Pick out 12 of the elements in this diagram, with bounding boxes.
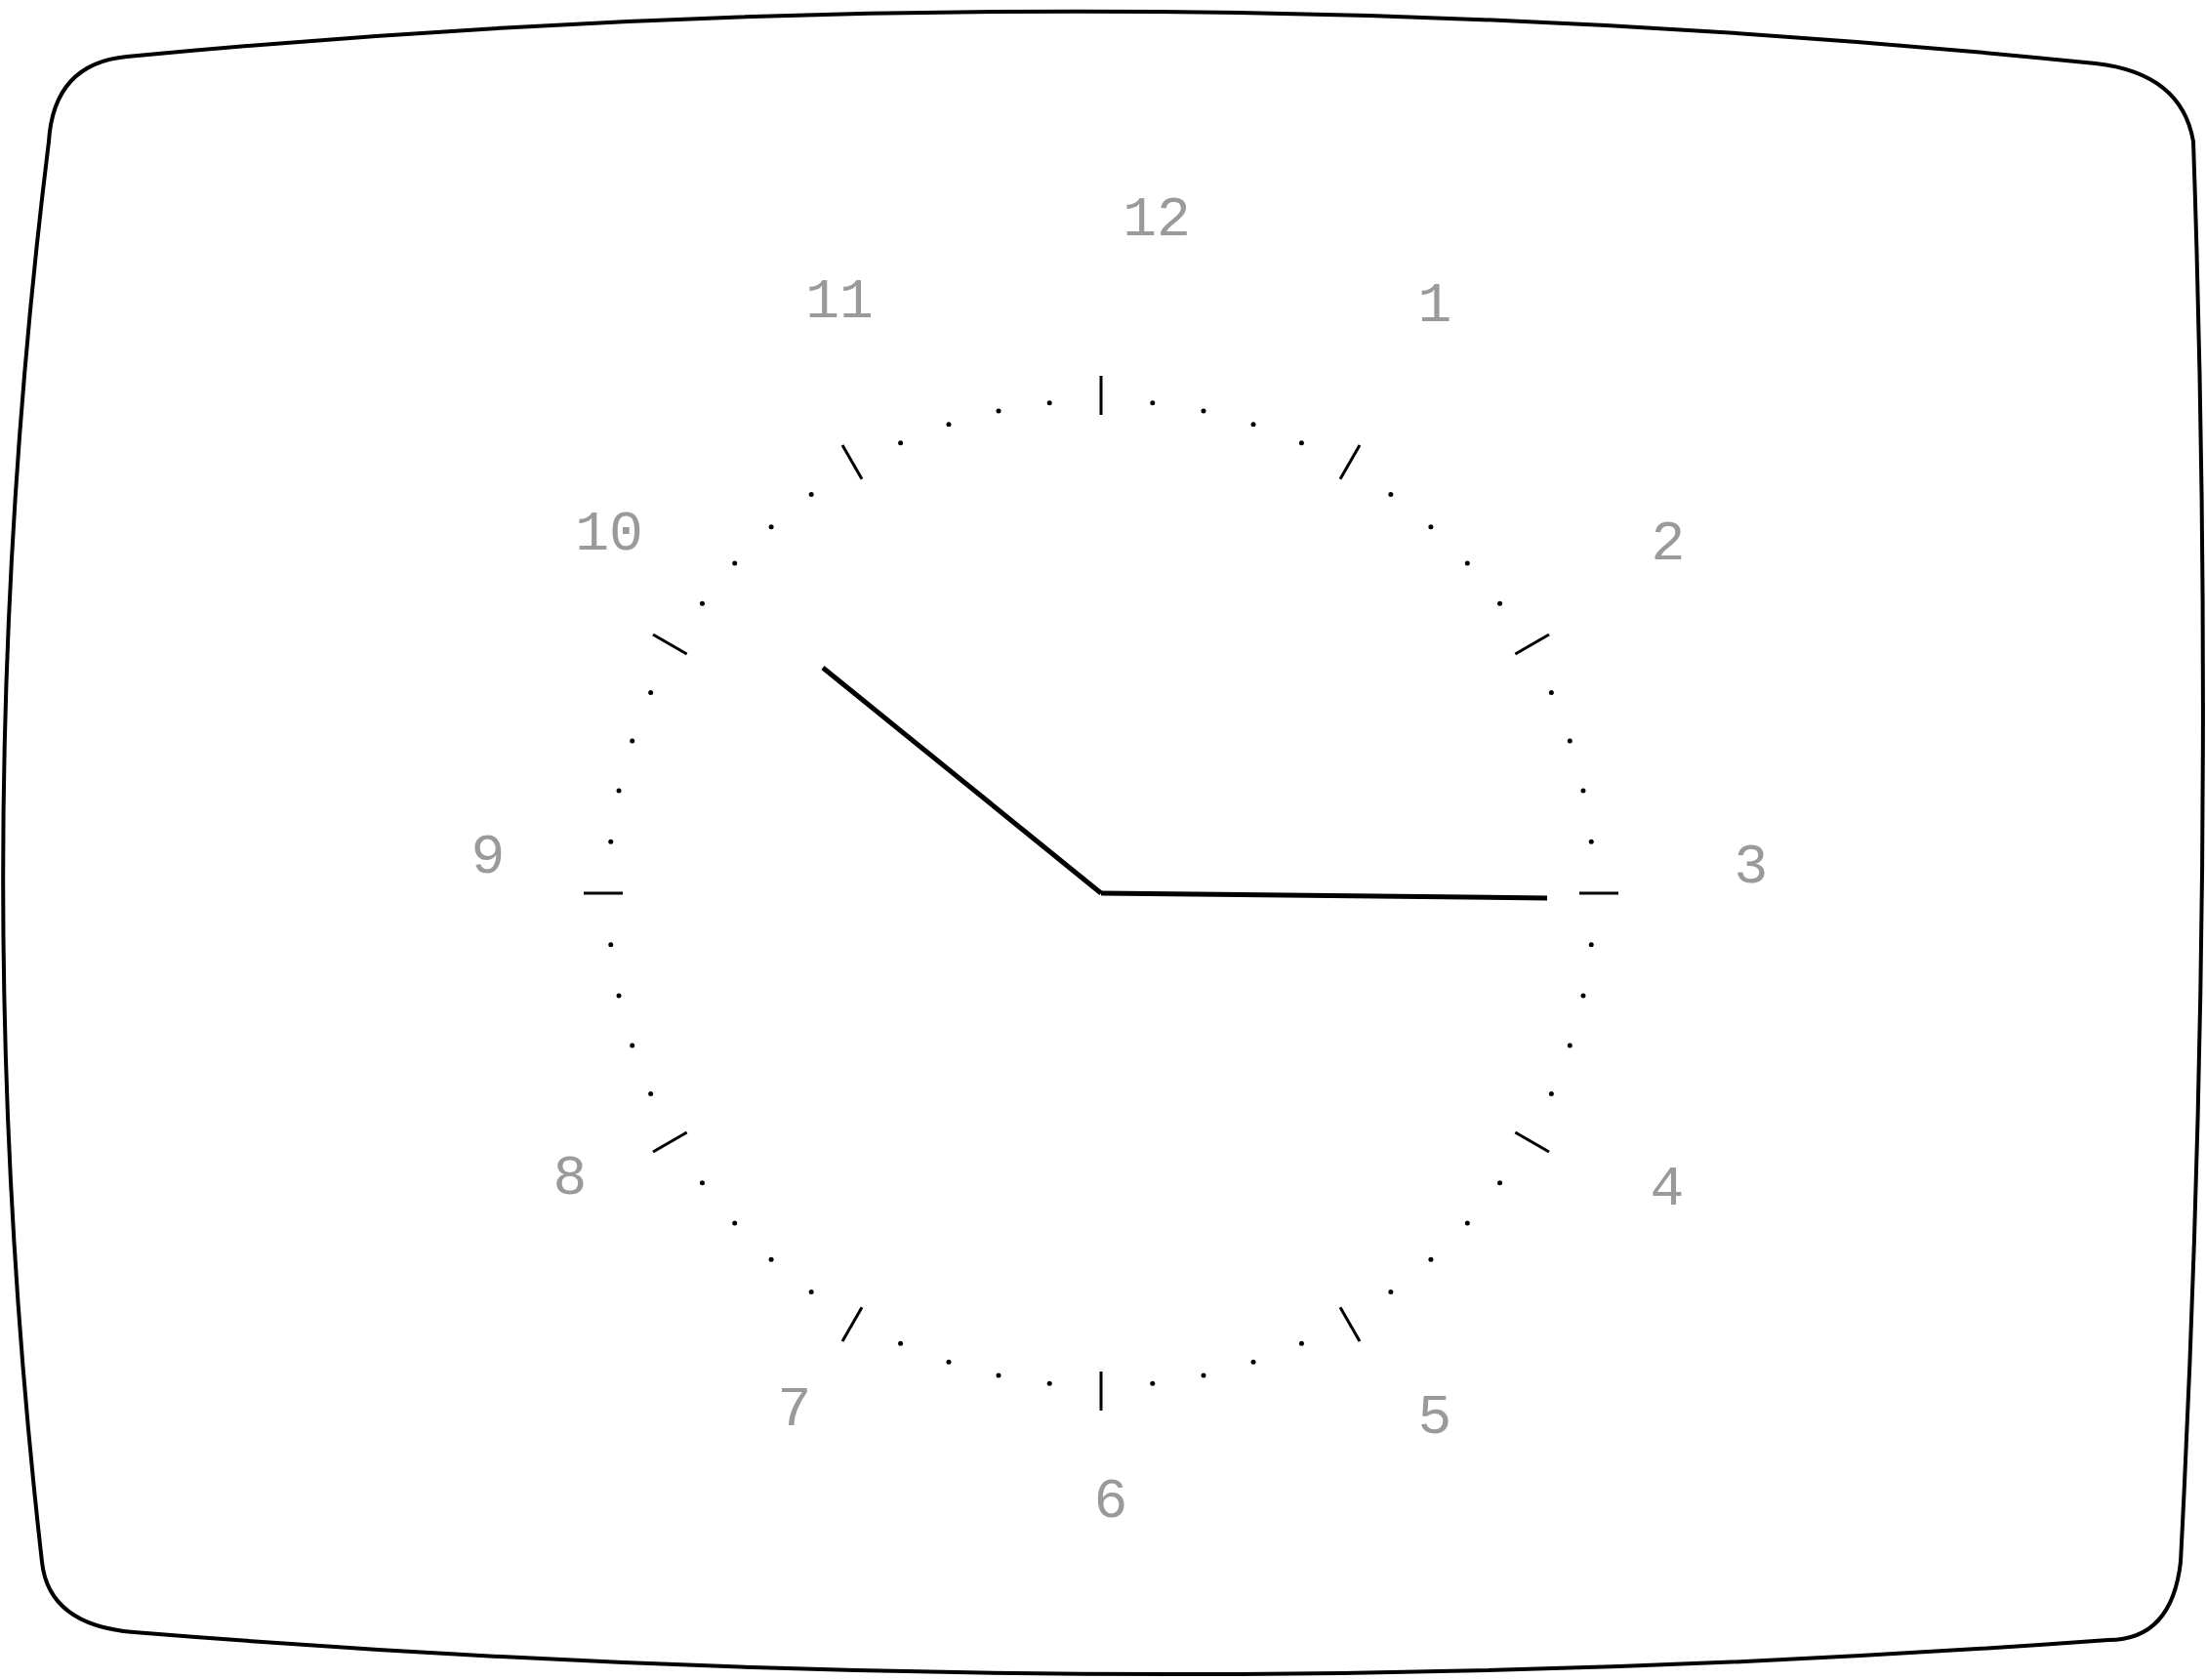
hour-number: 9 [470,830,506,886]
hour-number: 4 [1650,1162,1685,1218]
hour-number: 1 [1417,278,1452,335]
hour-number: 5 [1417,1390,1452,1447]
hour-number: 12 [1123,192,1191,249]
hour-number: 6 [1093,1474,1128,1531]
hour-number: 10 [575,507,643,563]
hour-number: 7 [777,1382,812,1439]
hour-number: 8 [552,1151,588,1208]
hour-number: 11 [805,274,874,331]
hour-number: 3 [1734,840,1769,896]
hour-number: 2 [1651,516,1686,573]
